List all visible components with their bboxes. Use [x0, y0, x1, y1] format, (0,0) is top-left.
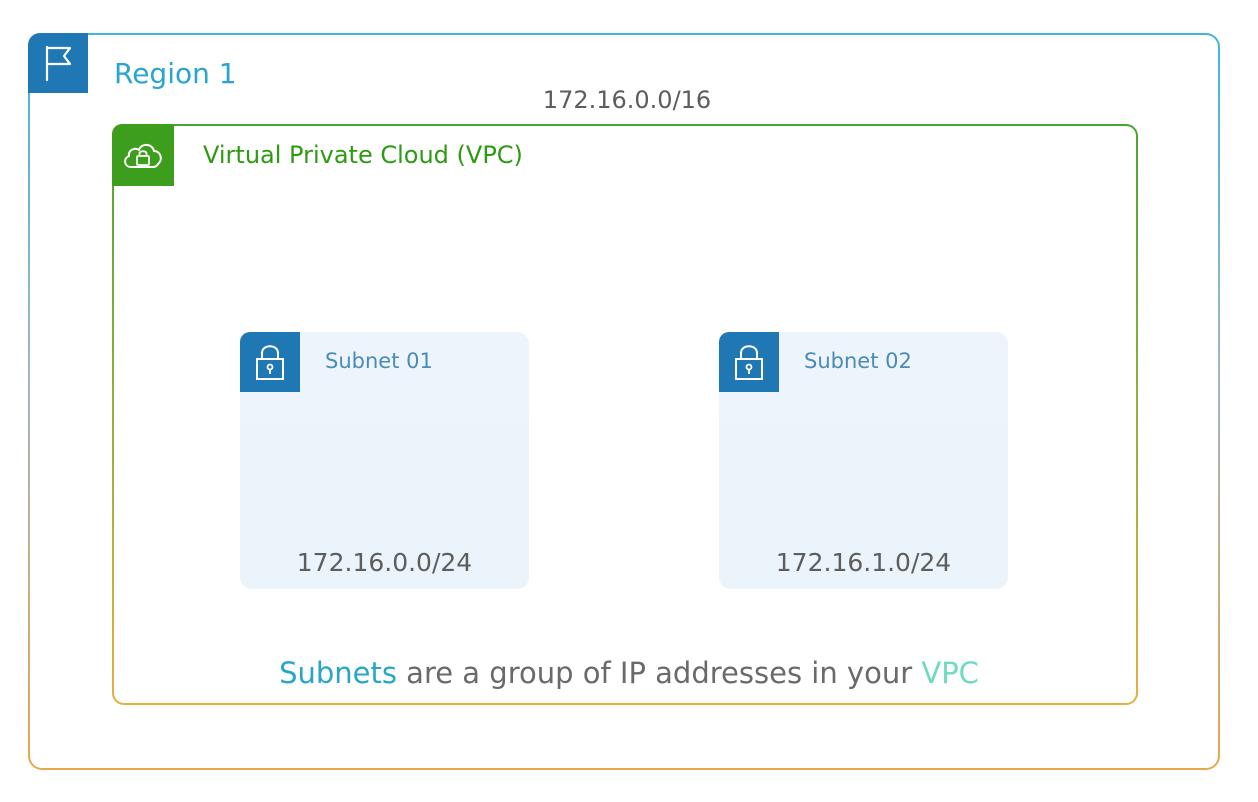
subnet-02: Subnet 02 172.16.1.0/24 — [719, 332, 1008, 589]
region-title: Region 1 — [114, 57, 237, 90]
cloud-lock-icon — [112, 124, 174, 186]
subnet-01: Subnet 01 172.16.0.0/24 — [240, 332, 529, 589]
subnet-cidr: 172.16.0.0/24 — [296, 548, 473, 577]
vpc-title: Virtual Private Cloud (VPC) — [203, 141, 523, 169]
subnet-cidr: 172.16.1.0/24 — [775, 548, 952, 577]
caption-keyword-vpc: VPC — [921, 656, 979, 690]
flag-icon — [28, 33, 88, 93]
subnet-title: Subnet 01 — [325, 349, 433, 373]
subnet-title: Subnet 02 — [804, 349, 912, 373]
vpc-container: Virtual Private Cloud (VPC) Subnet 01 17… — [112, 124, 1138, 705]
vpc-cidr-label: 172.16.0.0/16 — [542, 86, 712, 114]
caption: Subnets are a group of IP addresses in y… — [0, 652, 1258, 694]
caption-keyword-subnets: Subnets — [279, 656, 397, 690]
caption-text: are a group of IP addresses in your — [396, 656, 922, 690]
padlock-icon — [719, 332, 779, 392]
padlock-icon — [240, 332, 300, 392]
